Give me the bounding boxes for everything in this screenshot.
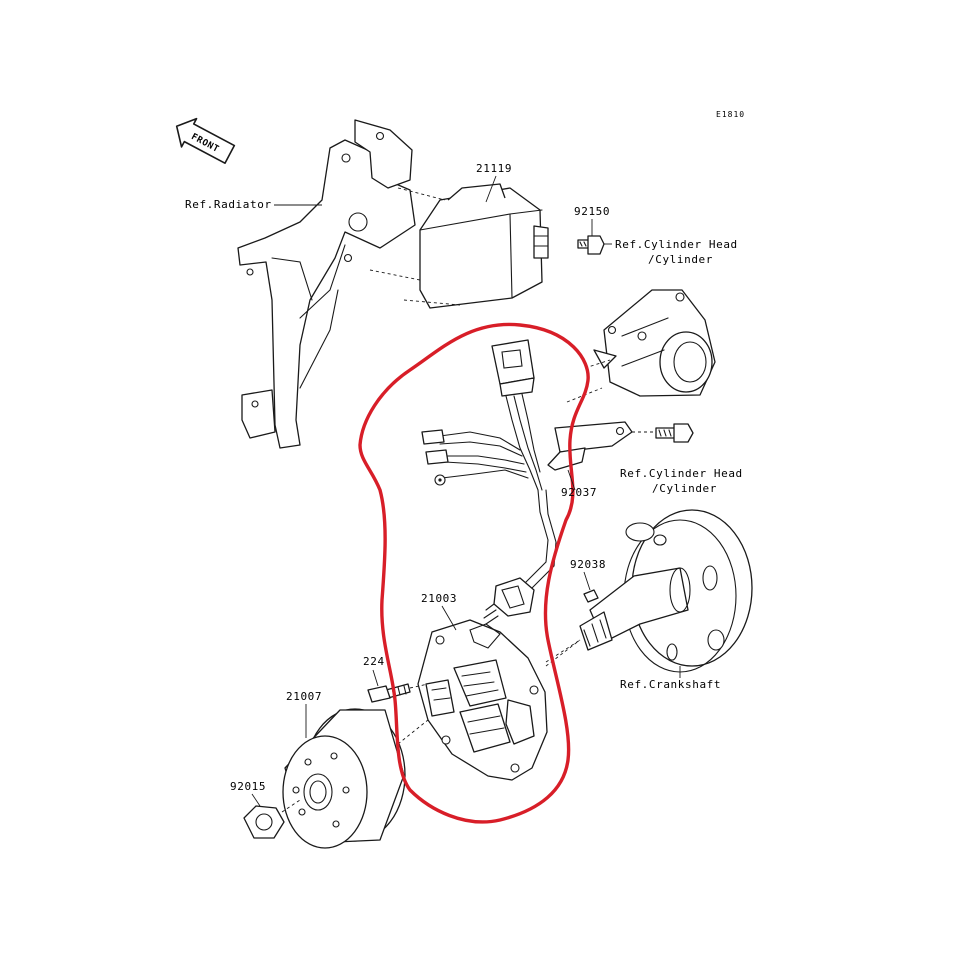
label-ref-cyl-head-1-sub: /Cylinder <box>648 253 713 266</box>
label-part-92038: 92038 <box>570 558 606 571</box>
label-ref-radiator: Ref.Radiator <box>185 198 272 211</box>
nut-92015 <box>243 805 285 839</box>
label-ref-cyl-head-1: Ref.Cylinder Head <box>615 238 738 251</box>
label-part-224: 224 <box>363 655 385 668</box>
bolt-pickup <box>655 423 694 443</box>
screw-224 <box>367 683 411 703</box>
cylinder-head <box>593 289 716 397</box>
label-ref-crankshaft: Ref.Crankshaft <box>620 678 721 691</box>
label-part-92015: 92015 <box>230 780 266 793</box>
label-part-21007: 21007 <box>286 690 322 703</box>
woodruff-key <box>583 589 599 603</box>
label-part-21119: 21119 <box>476 162 512 175</box>
label-ref-cyl-head-2: Ref.Cylinder Head <box>620 467 743 480</box>
label-part-92150: 92150 <box>574 205 610 218</box>
leader-lines <box>251 175 681 807</box>
wire-harness <box>421 339 557 595</box>
flywheel <box>282 708 406 849</box>
grommet <box>483 577 535 625</box>
label-ref-cyl-head-2-sub: /Cylinder <box>652 482 717 495</box>
label-part-21003: 21003 <box>421 592 457 605</box>
bolt-92150 <box>577 235 605 255</box>
cdi-unit <box>419 183 549 309</box>
pickup-bracket <box>547 421 633 471</box>
crankshaft-disc <box>579 509 753 673</box>
radiator-bracket <box>237 119 416 449</box>
highlight-outline <box>358 322 590 824</box>
diagram-code: E1810 <box>716 110 745 119</box>
front-arrow-icon: FRONT <box>175 117 236 165</box>
stator-assembly <box>417 619 548 781</box>
label-part-92037: 92037 <box>561 486 597 499</box>
